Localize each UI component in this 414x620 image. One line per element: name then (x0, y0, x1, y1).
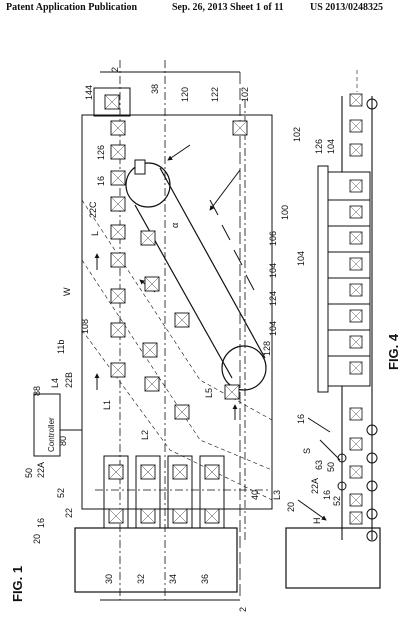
transfer-carriage-126 (317, 165, 329, 393)
ref-126: 126 (96, 145, 106, 160)
fig4-ref-63: 63 (314, 460, 324, 470)
transfer-area-80 (81, 114, 273, 510)
wheel-126 (125, 162, 171, 208)
fig4-labels: FIG. 4 102 126 104 100 104 16 S 63 50 22… (280, 127, 401, 524)
ref-22a: 22A (36, 462, 46, 478)
fig4-ref-52: 52 (332, 496, 342, 506)
ref-l2: L2 (140, 430, 150, 440)
fig4-ref-126: 126 (314, 139, 324, 154)
ref-l1: L1 (102, 400, 112, 410)
ref-2-bottom: 2 (238, 607, 248, 612)
fig1-caption: FIG. 1 (10, 566, 25, 602)
fig4-ref-104-a: 104 (326, 139, 336, 154)
ref-30: 30 (104, 574, 114, 584)
publication-title: Patent Application Publication (6, 2, 138, 13)
source-20 (74, 527, 238, 593)
ref-l4: L4 (50, 378, 60, 388)
controller-label: Controller (47, 417, 56, 452)
ref-20: 20 (32, 534, 42, 544)
fig4-ref-100: 100 (280, 205, 290, 220)
ref-16-b: 16 (36, 518, 46, 528)
controller-box (33, 393, 61, 457)
ref-22: 22 (64, 508, 74, 518)
ref-120: 120 (180, 87, 190, 102)
ref-l: L (90, 231, 100, 236)
ref-22c: 22C (88, 201, 98, 218)
patent-header: Patent Application Publication Sep. 26, … (0, 0, 414, 16)
buffer-144 (93, 87, 131, 117)
ref-80: 80 (58, 436, 68, 446)
ref-88: 88 (32, 386, 42, 396)
ref-32: 32 (136, 574, 146, 584)
fig4-ref-104-b: 104 (296, 251, 306, 266)
ref-104-a: 104 (268, 263, 278, 278)
ref-l3: L3 (272, 490, 282, 500)
ref-40: 40 (250, 490, 260, 500)
ref-16: 16 (96, 176, 106, 186)
ref-w: W (62, 287, 72, 296)
fig4-ref-h: H (312, 518, 322, 525)
ref-108: 108 (80, 319, 90, 334)
fig4-ref-20: 20 (286, 502, 296, 512)
ref-106: 106 (268, 231, 278, 246)
ref-102: 102 (240, 87, 250, 102)
ref-128: 128 (262, 341, 272, 356)
fig4-ref-22a: 22A (310, 478, 320, 494)
fig1-labels: FIG. 1 Controller 2 2 144 38 120 122 102… (10, 67, 282, 612)
patent-number: US 2013/0248325 (310, 2, 384, 13)
ref-50: 50 (24, 468, 34, 478)
figure-4 (285, 70, 381, 589)
fig4-ref-16-a: 16 (296, 414, 306, 424)
ref-38: 38 (150, 84, 160, 94)
ref-36: 36 (200, 574, 210, 584)
fig4-caption: FIG. 4 (386, 333, 401, 370)
ref-122: 122 (210, 87, 220, 102)
publication-date-sheet: Sep. 26, 2013 Sheet 1 of 11 (172, 2, 284, 13)
wheel-128 (221, 345, 267, 391)
ref-124: 124 (268, 291, 278, 306)
ref-52: 52 (56, 488, 66, 498)
fig4-ref-50: 50 (326, 462, 336, 472)
ref-2-top: 2 (110, 67, 120, 72)
ref-l5: L5 (204, 388, 214, 398)
fig1-packages (104, 94, 248, 524)
fig4-ref-102: 102 (292, 127, 302, 142)
ref-alpha: α (170, 223, 180, 228)
ref-22b: 22B (64, 372, 74, 388)
source-20-fig4 (285, 527, 381, 589)
ref-144: 144 (84, 85, 94, 100)
fig4-ref-s: S (302, 448, 312, 454)
fig4-ref-16-b: 16 (322, 490, 332, 500)
ref-34: 34 (168, 574, 178, 584)
ref-11b: 11b (56, 340, 66, 354)
ref-104-b: 104 (268, 321, 278, 336)
